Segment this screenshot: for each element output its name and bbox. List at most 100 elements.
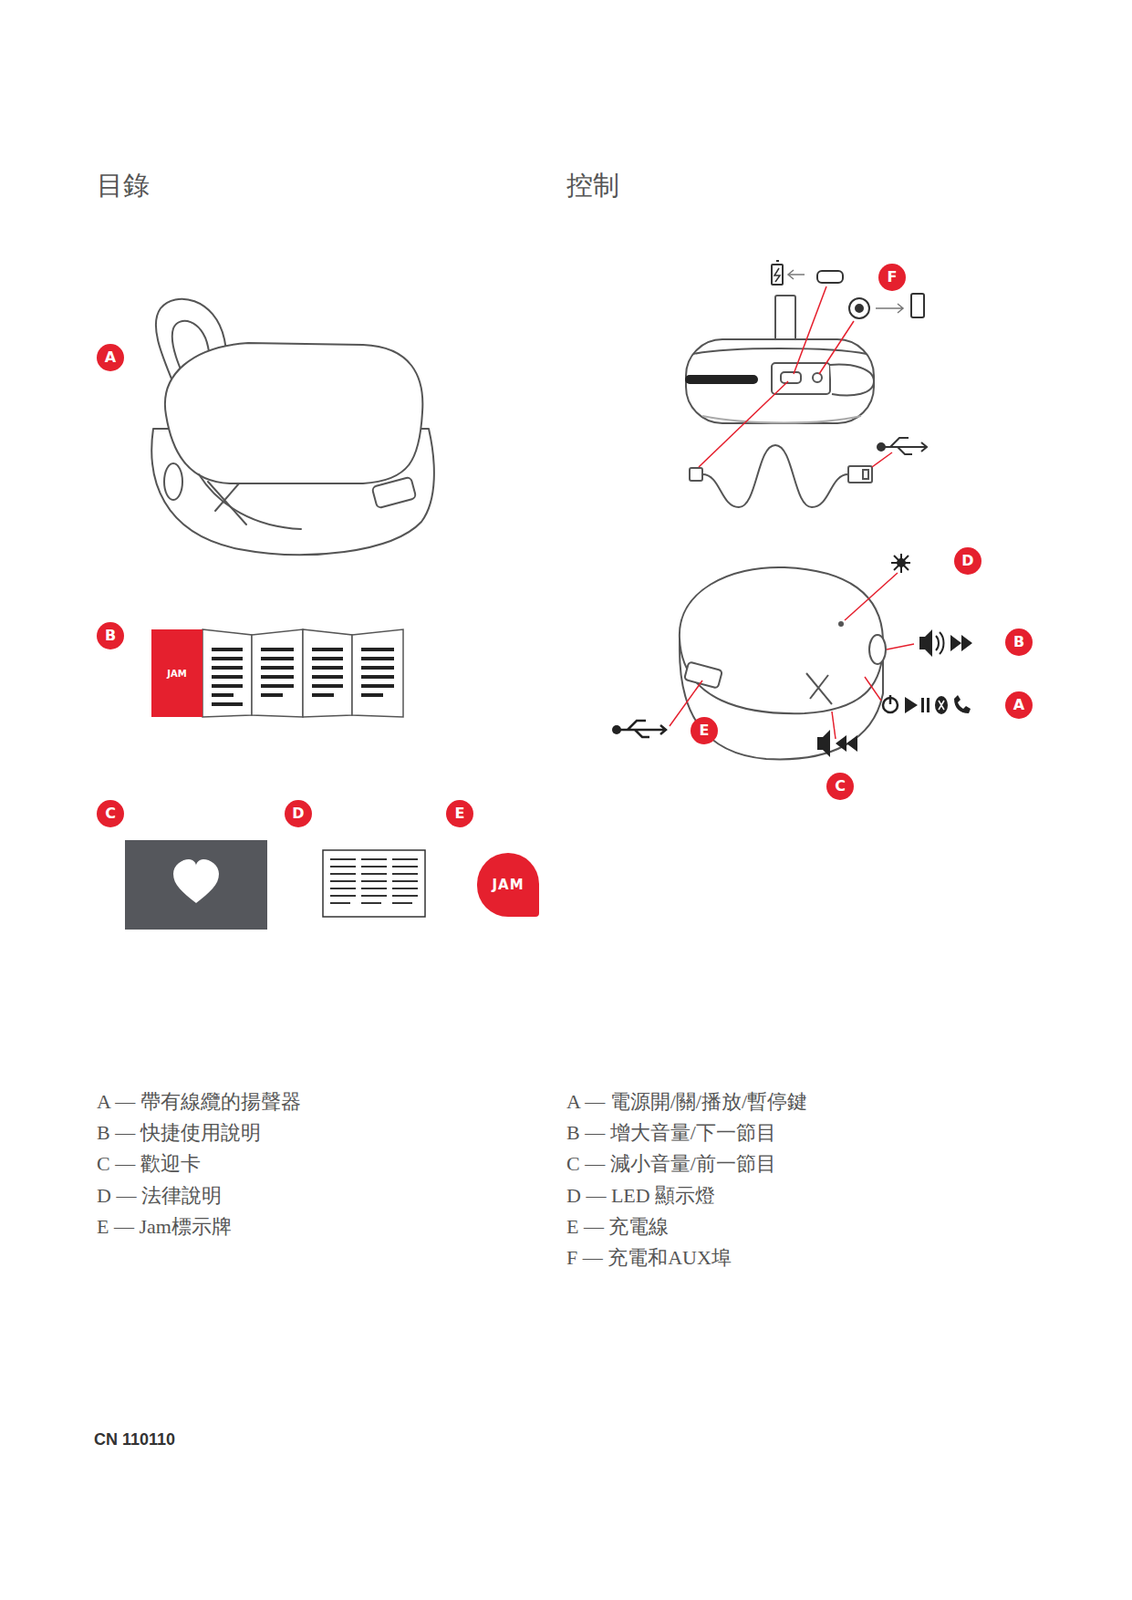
speaker-side-view-part: [693, 348, 867, 354]
callout-letter: D: [284, 799, 312, 828]
speaker-side-view-part: [812, 373, 822, 383]
speaker-with-strap-part: [372, 477, 417, 509]
leader-lines-part: [864, 676, 882, 701]
parts-list-item: A — 電源開/關/播放/暫停鍵: [566, 1088, 808, 1116]
button-icons-part: [919, 629, 933, 657]
callout-letter: B: [96, 622, 125, 650]
charging-cable-part: [862, 469, 869, 479]
section-heading: 控制: [566, 167, 620, 205]
drawing-part-part: [211, 649, 243, 705]
port-icons-part: [774, 268, 780, 282]
port-icons-part: [771, 264, 783, 285]
legal-document-part: [322, 850, 426, 917]
callout-letter-text: D: [961, 553, 974, 569]
section-heading: 目錄: [96, 167, 150, 205]
charging-cable-part: [702, 445, 849, 508]
speaker-top-view-part: [839, 622, 843, 626]
button-icons-part: [891, 553, 911, 573]
drawing-part: [211, 649, 395, 705]
speaker-with-strap: [151, 299, 435, 555]
button-icons-part: [950, 634, 973, 652]
callout-letter-text: B: [1013, 634, 1025, 650]
callout-letter-text: A: [1013, 697, 1025, 713]
callout-letter: E: [690, 716, 718, 745]
parts-list-item: C — 減小音量/前一節目: [566, 1150, 777, 1178]
speaker-side-view-part: [689, 374, 754, 385]
speaker-side-view-part: [775, 295, 796, 343]
parts-list-item: C — 歡迎卡: [96, 1150, 201, 1178]
document-code: CN 110110: [93, 1430, 176, 1450]
button-icons: [612, 553, 973, 758]
speaker-side-view-part: [780, 372, 801, 384]
welcome-card-part: [173, 859, 219, 904]
booklet-cover: JAM: [151, 629, 203, 717]
welcome-card: [124, 840, 268, 930]
legal-document: [322, 850, 426, 917]
leader-lines-part: [698, 381, 789, 468]
speaker-with-strap-part: [164, 463, 183, 500]
port-icons: [771, 260, 927, 455]
drawing-part-part: [361, 649, 395, 696]
button-icons-part: [954, 695, 971, 714]
callout-letter: A: [1005, 691, 1033, 719]
callout-letter: E: [446, 799, 474, 828]
speaker-top-view: [679, 567, 886, 760]
speaker-top-view-part: [806, 673, 832, 705]
charging-cable-part: [848, 466, 873, 483]
speaker-top-view-part: [684, 661, 723, 688]
speaker-with-strap-part: [165, 342, 423, 484]
button-icons-part: [616, 720, 666, 738]
leader-lines: [669, 286, 914, 739]
port-icons-part: [855, 304, 863, 312]
jam-tag: JAM: [477, 852, 540, 917]
speaker-top-view-part: [869, 634, 886, 665]
speaker-side-view-part: [830, 364, 874, 396]
callout-letter-text: C: [104, 806, 116, 821]
port-icons-part: [788, 270, 794, 280]
button-icons-part: [896, 558, 906, 568]
quick-guide-booklet-part: [251, 629, 303, 717]
callout-letter-text: F: [887, 270, 898, 285]
parts-list-item: D — 法律說明: [96, 1182, 222, 1210]
quick-guide-booklet-part: [352, 629, 404, 717]
button-icons-part: [938, 700, 945, 710]
speaker-side-view: [685, 295, 874, 424]
leader-lines-part: [831, 711, 836, 739]
legal-document-part: [330, 859, 418, 904]
quick-guide-booklet-part: [202, 629, 252, 717]
speaker-side-view-part: [685, 339, 874, 424]
callout-letter: C: [826, 772, 854, 800]
port-icons-part: [788, 273, 805, 276]
callout-letter: C: [96, 799, 125, 828]
speaker-side-view-part: [702, 415, 862, 424]
speaker-top-view-part: [679, 567, 883, 714]
button-icons-part: [935, 632, 945, 655]
port-icons-part: [911, 293, 925, 318]
port-icons-part: [881, 437, 927, 455]
parts-list-item: F — 充電和AUX埠: [566, 1244, 732, 1272]
quick-guide-booklet: [202, 629, 404, 717]
charging-cable-part: [689, 467, 703, 481]
quick-guide-booklet-part: [302, 629, 353, 717]
callout-letter: B: [1005, 628, 1033, 656]
drawing-part-part: [260, 649, 294, 696]
leader-lines-part: [872, 452, 893, 468]
welcome-card-part: [124, 840, 268, 930]
button-icons-part: [921, 697, 925, 713]
parts-list-item: E — Jam標示牌: [96, 1213, 232, 1241]
button-icons-part: [904, 696, 918, 714]
speaker-with-strap-part: [198, 474, 302, 530]
callout-letter: F: [878, 263, 906, 291]
callout-letter-text: E: [455, 806, 466, 821]
parts-list-item: B — 增大音量/下一節目: [566, 1119, 777, 1147]
drawing-part-part: [311, 649, 343, 696]
button-icons-part: [889, 695, 893, 705]
speaker-with-strap-part: [207, 481, 247, 525]
leader-lines-part: [844, 572, 898, 621]
parts-list-item: B — 快捷使用說明: [96, 1119, 261, 1147]
button-icons-part: [817, 729, 831, 758]
port-icons-part: [817, 270, 843, 283]
port-icons-part: [875, 303, 904, 313]
leader-lines-part: [793, 286, 827, 374]
